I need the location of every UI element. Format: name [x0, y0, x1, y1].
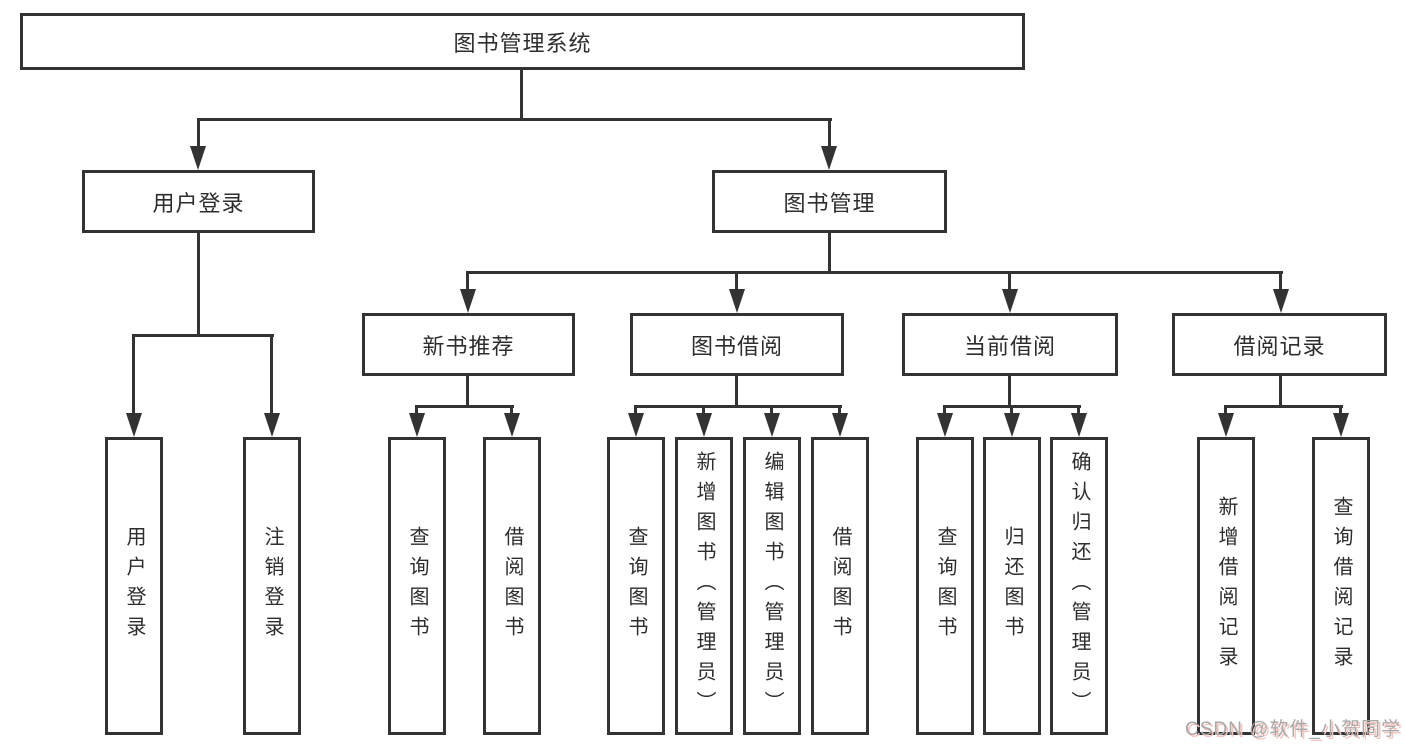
node-user-login: 用户登录 — [82, 170, 315, 233]
connector-line — [943, 405, 946, 415]
connector-line — [828, 118, 831, 150]
arrowhead-down-icon — [764, 413, 780, 437]
leaf-confirm-return-admin: 确认归还（管理员） — [1050, 437, 1108, 735]
connector-line — [1008, 271, 1011, 293]
arrowhead-down-icon — [1333, 413, 1349, 437]
leaf-add-borrow-record: 新增借阅记录 — [1197, 437, 1255, 735]
arrowhead-down-icon — [729, 289, 745, 313]
leaf-add-book-admin: 新增图书（管理员） — [675, 437, 733, 735]
node-book-borrow: 图书借阅 — [630, 313, 844, 376]
connector-line — [735, 376, 738, 407]
connector-line — [520, 70, 523, 120]
connector-line — [197, 118, 832, 121]
connector-line — [1224, 405, 1227, 415]
leaf-query-book-recommend: 查询图书 — [388, 437, 446, 735]
connector-line — [1279, 376, 1282, 407]
arrowhead-down-icon — [409, 413, 425, 437]
connector-line — [197, 118, 200, 150]
connector-line — [197, 233, 200, 336]
node-book-management: 图书管理 — [712, 170, 947, 233]
arrowhead-down-icon — [264, 413, 280, 437]
connector-line — [1224, 405, 1343, 408]
connector-line — [838, 405, 841, 415]
leaf-query-book-borrow: 查询图书 — [607, 437, 665, 735]
leaf-borrow-book: 借阅图书 — [811, 437, 869, 735]
connector-line — [634, 405, 637, 415]
leaf-query-borrow-record: 查询借阅记录 — [1312, 437, 1370, 735]
connector-line — [132, 334, 274, 337]
node-borrow-record: 借阅记录 — [1172, 313, 1387, 376]
connector-line — [466, 271, 469, 293]
csdn-watermark: CSDN @软件_小贺同学 — [1185, 719, 1401, 740]
leaf-query-book-current: 查询图书 — [916, 437, 974, 735]
arrowhead-down-icon — [1004, 413, 1020, 437]
connector-line — [770, 405, 773, 415]
connector-line — [735, 271, 738, 293]
arrowhead-down-icon — [1002, 289, 1018, 313]
connector-line — [1010, 405, 1013, 415]
leaf-borrow-book-recommend: 借阅图书 — [483, 437, 541, 735]
arrowhead-down-icon — [628, 413, 644, 437]
arrowhead-down-icon — [1273, 289, 1289, 313]
connector-line — [132, 334, 135, 415]
connector-line — [1279, 271, 1282, 293]
leaf-return-book: 归还图书 — [983, 437, 1041, 735]
connector-line — [1339, 405, 1342, 415]
connector-line — [466, 376, 469, 407]
arrowhead-down-icon — [937, 413, 953, 437]
arrowhead-down-icon — [1071, 413, 1087, 437]
connector-line — [828, 233, 831, 273]
connector-line — [702, 405, 705, 415]
arrowhead-down-icon — [821, 146, 837, 170]
connector-line — [634, 405, 842, 408]
arrowhead-down-icon — [832, 413, 848, 437]
node-system-root: 图书管理系统 — [20, 13, 1025, 70]
arrowhead-down-icon — [460, 289, 476, 313]
node-current-borrow: 当前借阅 — [902, 313, 1118, 376]
arrowhead-down-icon — [1218, 413, 1234, 437]
arrowhead-down-icon — [126, 413, 142, 437]
connector-line — [466, 271, 1283, 274]
connector-line — [1077, 405, 1080, 415]
node-new-book-recommend: 新书推荐 — [362, 313, 575, 376]
connector-line — [415, 405, 514, 408]
connector-line — [510, 405, 513, 415]
connector-line — [270, 334, 273, 415]
connector-line — [415, 405, 418, 415]
leaf-edit-book-admin: 编辑图书（管理员） — [743, 437, 801, 735]
leaf-user-login: 用户登录 — [105, 437, 163, 735]
arrowhead-down-icon — [190, 146, 206, 170]
leaf-logout: 注销登录 — [243, 437, 301, 735]
arrowhead-down-icon — [696, 413, 712, 437]
arrowhead-down-icon — [504, 413, 520, 437]
connector-line — [1008, 376, 1011, 407]
